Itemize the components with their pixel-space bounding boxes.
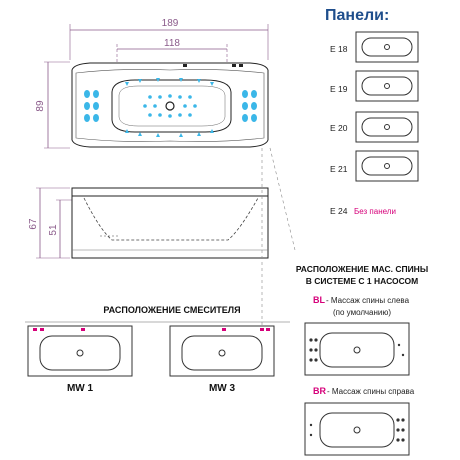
bl-text: - Массаж спины слева — [326, 296, 410, 305]
bl-code: BL — [313, 295, 325, 305]
panel-code: E 18 — [330, 44, 348, 54]
mixer-section: РАСПОЛОЖЕНИЕ СМЕСИТЕЛЯ MW 1 MW 3 — [25, 305, 290, 394]
panel-code: E 20 — [330, 123, 348, 133]
br-text: - Массаж спины справа — [327, 387, 415, 396]
tub-basin — [111, 79, 232, 133]
bl-sub: (по умолчанию) — [333, 308, 391, 317]
mixer-mw1-label: MW 1 — [67, 383, 94, 394]
inner-height-label: 51 — [48, 224, 59, 236]
panel-e24-note: Без панели — [354, 207, 396, 216]
massage-title-line1: РАСПОЛОЖЕНИЕ МАС. СПИНЫ — [296, 264, 428, 274]
top-view: 189 118 89 — [35, 18, 269, 149]
depth-label: 89 — [35, 100, 46, 112]
inner-width-label: 118 — [164, 38, 180, 49]
height-label: 67 — [28, 218, 39, 230]
panel-code: E 19 — [330, 84, 348, 94]
mixer-title: РАСПОЛОЖЕНИЕ СМЕСИТЕЛЯ — [103, 305, 240, 315]
br-code: BR — [313, 386, 326, 396]
tub-body — [71, 195, 269, 259]
massage-br-diagram — [304, 402, 410, 456]
tub-rim — [71, 187, 269, 197]
panels-title: Панели: — [325, 7, 389, 24]
massage-title-line2: В СИСТЕМЕ С 1 НАСОСОМ — [306, 276, 418, 286]
panel-code: E 21 — [330, 164, 348, 174]
panel-e18: E 18 — [330, 31, 419, 63]
massage-bl-diagram — [304, 322, 410, 376]
panel-e19: E 19 — [330, 70, 419, 102]
width-label: 189 — [162, 18, 179, 29]
tub-outline — [71, 62, 269, 148]
air-jets — [143, 94, 197, 118]
massage-section: РАСПОЛОЖЕНИЕ МАС. СПИНЫ В СИСТЕМЕ С 1 НА… — [296, 264, 428, 456]
back-jets-right — [242, 90, 257, 122]
mixer-mw1: MW 1 — [27, 325, 133, 394]
top-jets — [125, 78, 214, 137]
panel-e24-code: E 24 — [330, 206, 348, 216]
drain-icon — [165, 101, 175, 111]
side-view: 67 51 — [28, 187, 269, 259]
mixer-mw3-label: MW 3 — [209, 383, 236, 394]
panels-section: Панели: E 18 E 19 E 20 E 21 E 24 Без пан… — [325, 7, 419, 216]
mixer-mw3: MW 3 — [169, 325, 275, 394]
panel-e20: E 20 — [330, 111, 419, 143]
panel-e21: E 21 — [330, 150, 419, 182]
back-jets-left — [84, 90, 99, 122]
